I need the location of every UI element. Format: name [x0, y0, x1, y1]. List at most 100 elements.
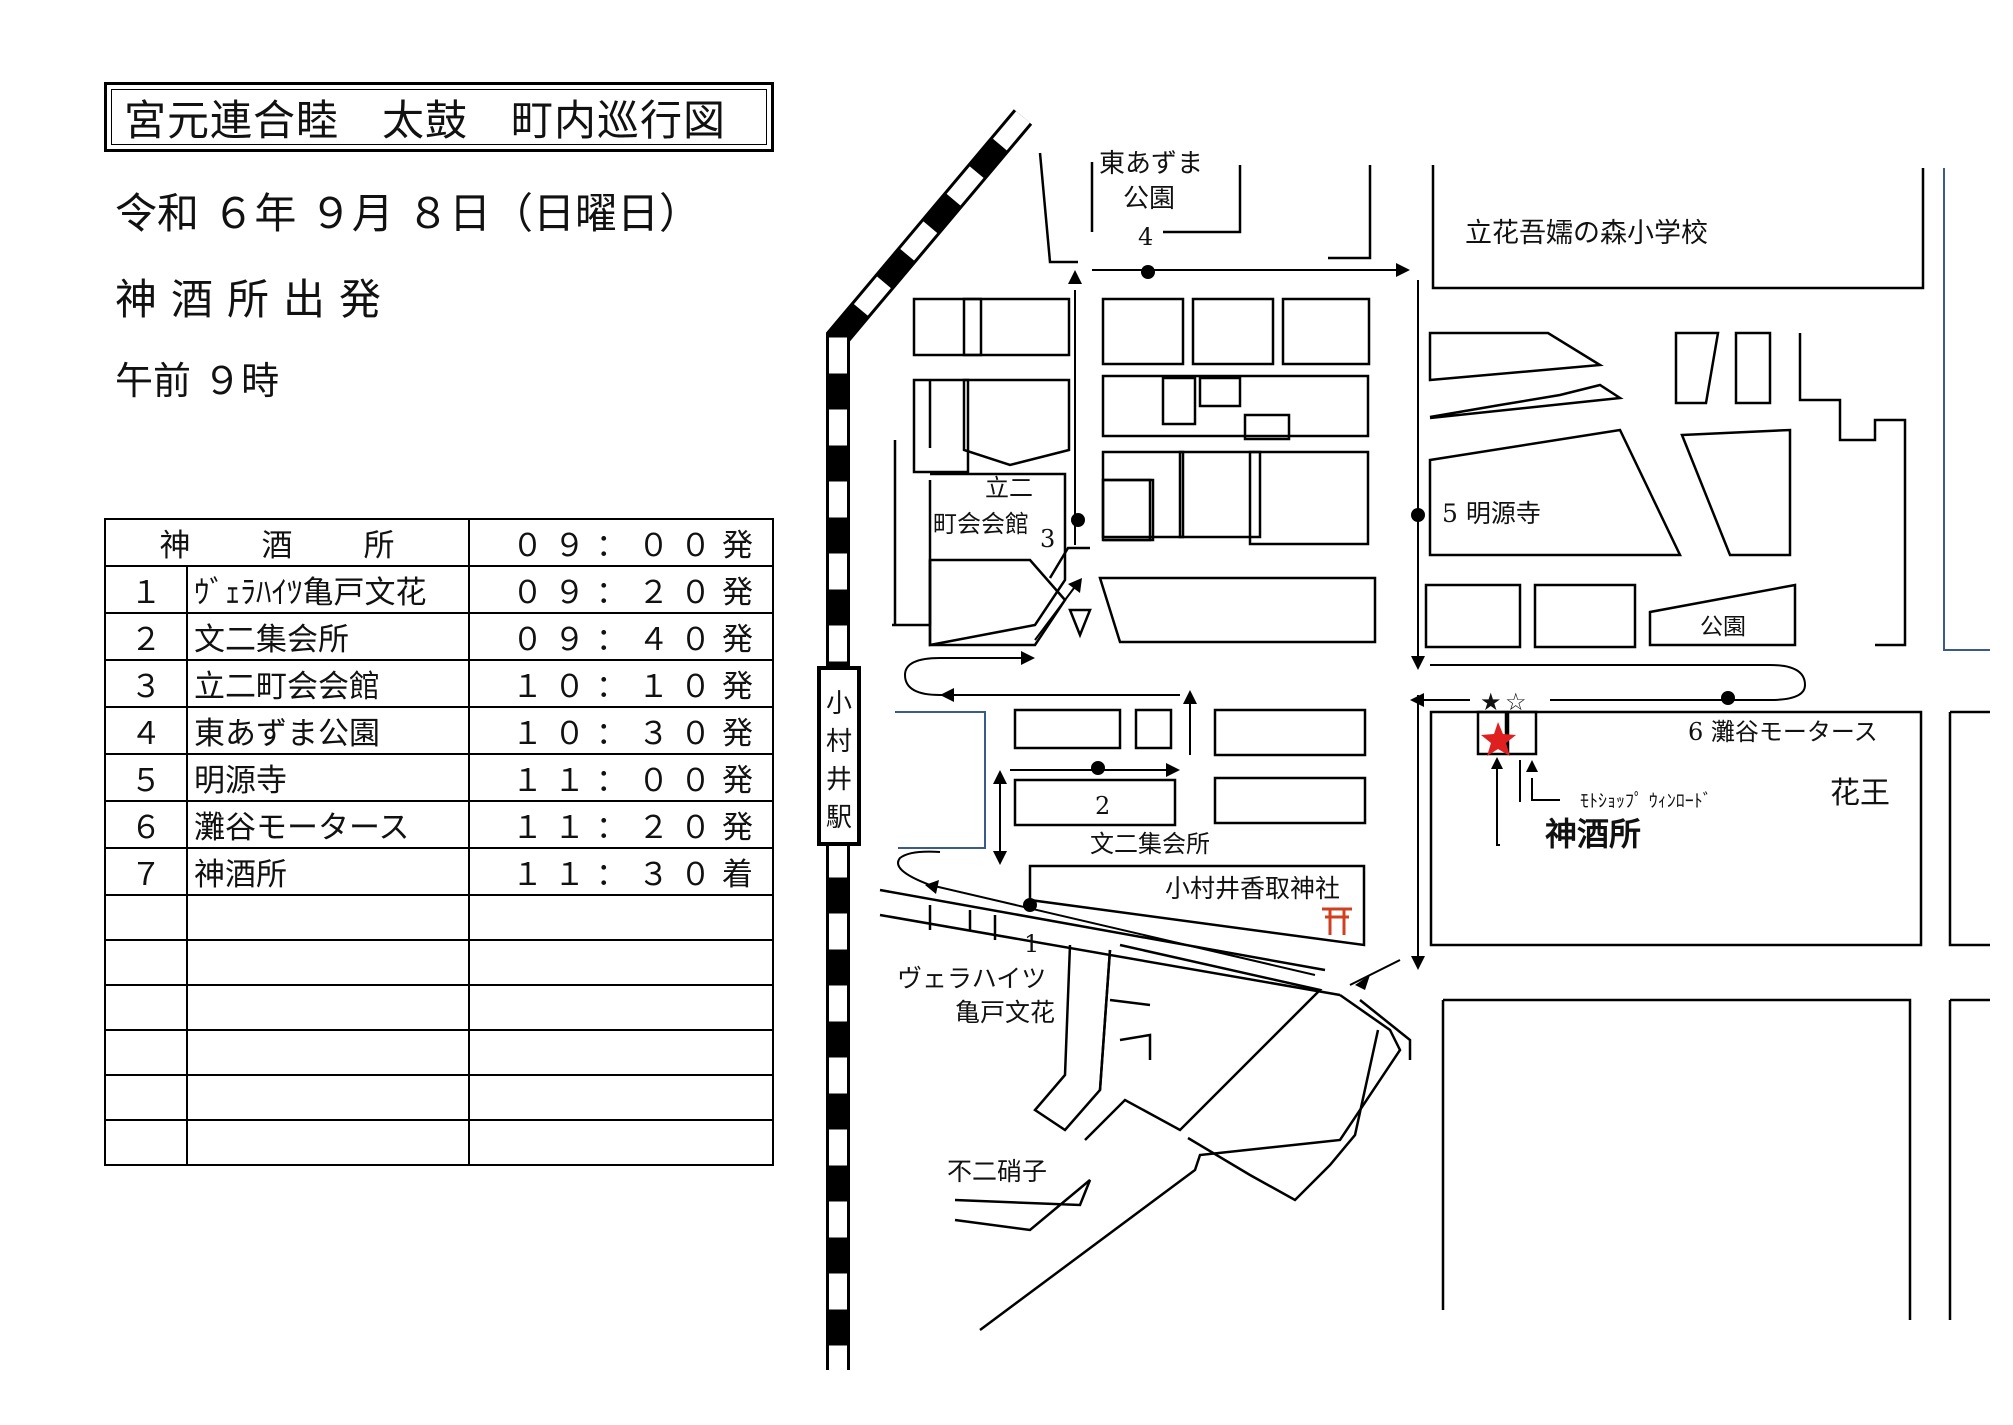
- empty-cell: [185, 939, 470, 986]
- station-char: 駅: [826, 803, 852, 833]
- arrowhead: [993, 851, 1007, 865]
- stop-dot: [1141, 265, 1155, 279]
- label-park: 公園: [1700, 614, 1746, 640]
- block: [1134, 708, 1173, 750]
- block: [1443, 998, 1912, 1320]
- block: [962, 297, 1071, 357]
- railway-track-dashes: [829, 111, 1030, 1370]
- label-stop-2: 2: [1095, 792, 1110, 820]
- block: [1734, 331, 1772, 405]
- arrowhead: [993, 770, 1007, 784]
- torii-icon: [1322, 907, 1352, 935]
- empty-cell: [467, 1074, 775, 1121]
- empty-cell: [467, 894, 775, 941]
- mikisho-building: [1476, 710, 1508, 756]
- empty-cell: [185, 1074, 470, 1121]
- block: [954, 1179, 1092, 1232]
- road: [979, 993, 1402, 1332]
- stop-place: 立二町会会館: [185, 659, 470, 708]
- stop-number: １: [104, 565, 188, 614]
- stop-number: ５: [104, 753, 188, 802]
- empty-cell: [185, 1119, 470, 1166]
- station-char: 村: [826, 727, 852, 757]
- schedule-empty-row: [104, 1074, 775, 1121]
- empty-cell: [467, 1029, 775, 1076]
- block: [1187, 1029, 1380, 1202]
- motors-block: [1429, 710, 1923, 947]
- stop-time: １０：３０発: [467, 706, 775, 755]
- block: [1213, 708, 1367, 757]
- block: [1948, 710, 1990, 947]
- schedule-empty-row: [104, 1029, 775, 1076]
- empty-cell: [104, 984, 188, 1031]
- block: [1429, 383, 1624, 420]
- label-vera-1: ヴェラハイツ: [897, 964, 1046, 993]
- empty-cell: [467, 1119, 775, 1166]
- block: [1101, 450, 1185, 539]
- school-block: [1431, 165, 1925, 290]
- header-time: ０９：００発: [467, 518, 775, 567]
- block: [1101, 478, 1155, 542]
- arrowhead: [1396, 263, 1410, 277]
- arrowhead: [1355, 975, 1370, 990]
- arrowhead: [1021, 651, 1035, 665]
- block: [1198, 376, 1242, 408]
- label-tatsuni-2: 町会会館: [933, 510, 1029, 538]
- empty-cell: [104, 1029, 188, 1076]
- block: [912, 378, 970, 474]
- block: [928, 905, 997, 940]
- block: [1798, 333, 1907, 647]
- route-line: [1430, 664, 1807, 701]
- block: [1163, 165, 1242, 234]
- station-char: 小: [826, 689, 852, 719]
- empty-cell: [467, 984, 775, 1031]
- arrowhead: [1068, 270, 1082, 284]
- label-vera-2: 亀戸文花: [955, 998, 1055, 1027]
- route-line: [1531, 778, 1560, 801]
- arrowhead: [1526, 760, 1538, 772]
- window-building: [1506, 710, 1538, 756]
- block: [1098, 576, 1377, 644]
- stop-place: 灘谷モータース: [185, 800, 470, 849]
- block: [1243, 413, 1291, 441]
- empty-cell: [185, 894, 470, 941]
- label-school: 立花吾嬬の森小学校: [1465, 218, 1708, 249]
- road: [1359, 999, 1412, 1060]
- block: [1674, 331, 1720, 405]
- arrowhead: [1410, 693, 1424, 707]
- block: [1161, 376, 1197, 426]
- block: [1101, 374, 1370, 438]
- block: [1428, 331, 1604, 382]
- block: [962, 378, 1071, 467]
- arrowhead: [1491, 757, 1503, 769]
- stop-number: ７: [104, 847, 188, 896]
- empty-cell: [104, 1119, 188, 1166]
- stop-dot: [1023, 898, 1037, 912]
- block: [1098, 949, 1112, 1091]
- stop-dots: [1023, 265, 1735, 912]
- start-time: 午前 ９時: [115, 359, 280, 403]
- empty-cell: [104, 1074, 188, 1121]
- departure-text: 神酒所出発: [115, 275, 396, 324]
- stop-place: 明源寺: [185, 753, 470, 802]
- empty-cell: [467, 939, 775, 986]
- arrowhead: [1068, 578, 1082, 593]
- route-line: [1349, 959, 1401, 986]
- stop-place: ｳﾞｪﾗﾊｲﾂ亀戸文花: [185, 565, 470, 614]
- block: [1013, 778, 1177, 827]
- label-stop-1: 1: [1024, 930, 1039, 958]
- stop-dot: [1071, 513, 1085, 527]
- block: [1101, 297, 1185, 366]
- shrine-block: [1028, 864, 1366, 947]
- stop-dot: [1091, 761, 1105, 775]
- stop-place: 神酒所: [185, 847, 470, 896]
- arrowhead: [1183, 690, 1197, 704]
